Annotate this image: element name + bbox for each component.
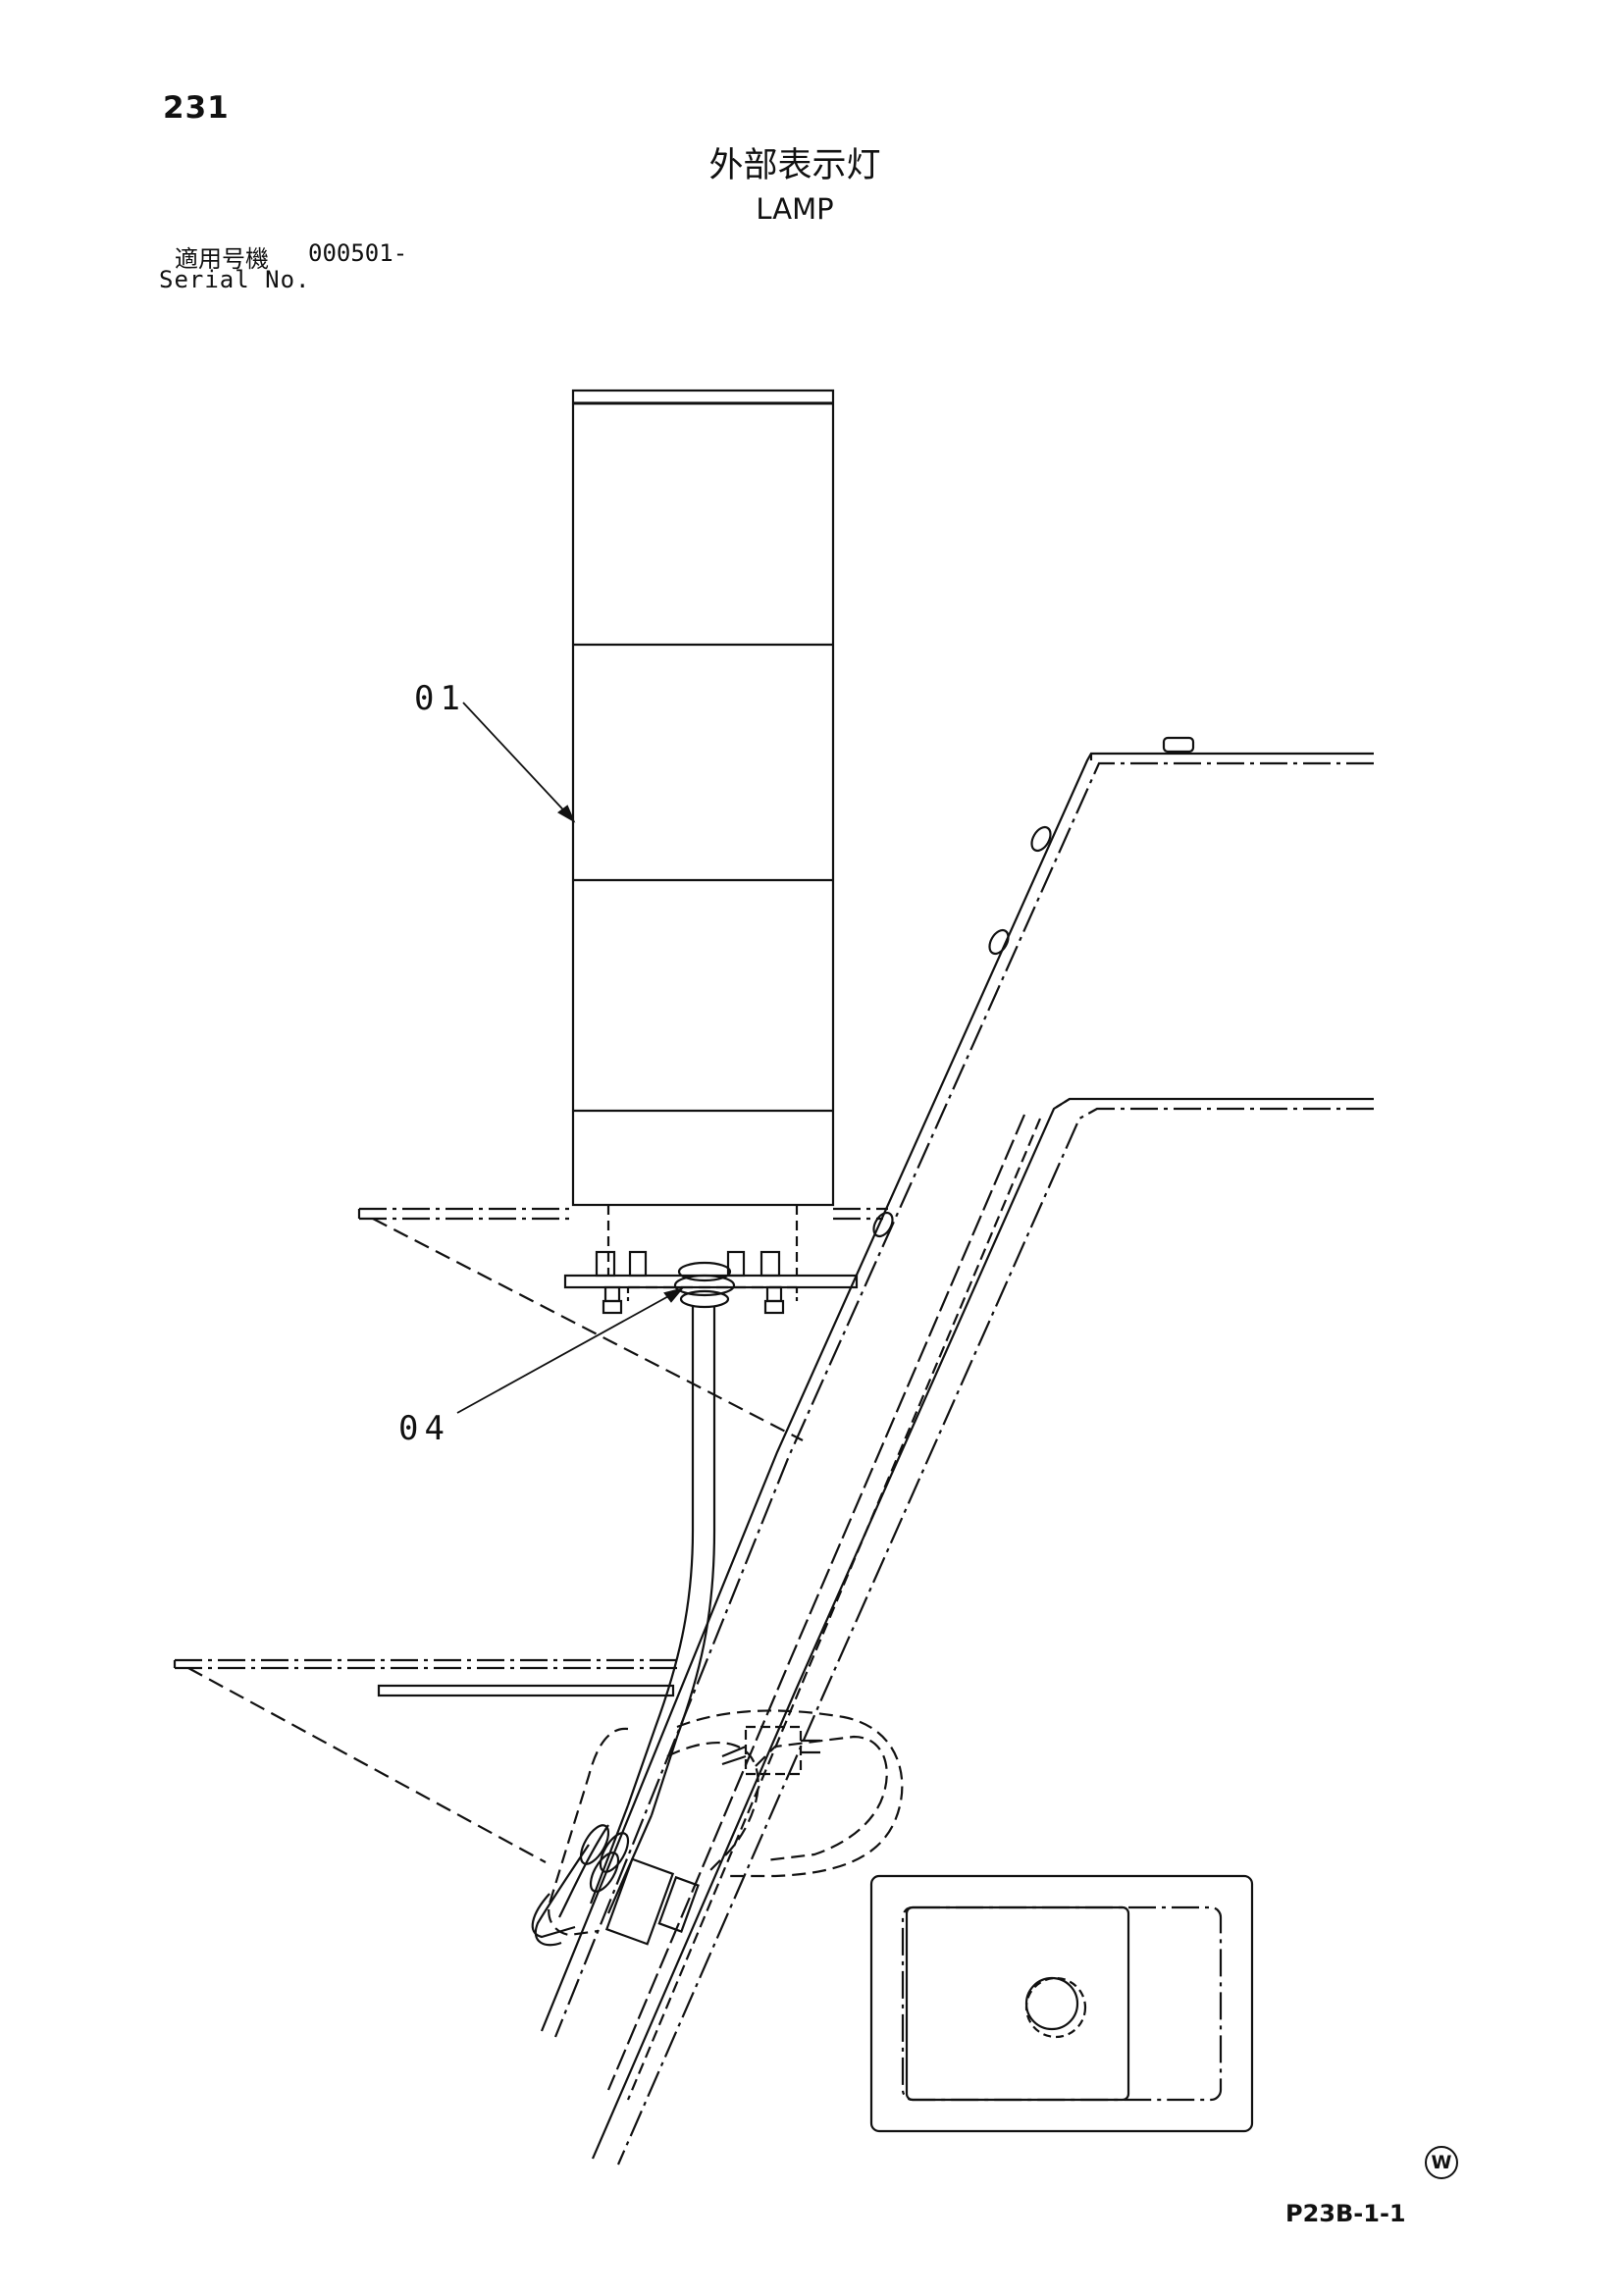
harness-loop [548, 1709, 904, 1937]
serial-number-value: 000501- [308, 239, 408, 267]
page-title-english: LAMP [756, 192, 834, 226]
serial-label-english: Serial No. [159, 266, 311, 293]
lower-plate-outline [173, 1658, 677, 1863]
drawing-code: P23B-1-1 [1285, 2200, 1406, 2227]
lamp-cable [626, 1307, 716, 1816]
grommet [673, 1261, 736, 1309]
callout-label-grommet: 04 [398, 1409, 450, 1448]
lamp-tower [571, 389, 835, 1207]
mounting-bracket [563, 1205, 859, 1315]
side-panel [869, 1874, 1254, 2133]
serial-label-japanese: 適用号機 [175, 245, 269, 273]
cab-bolts [872, 736, 1195, 1238]
callout-label-lamp: 01 [414, 679, 466, 718]
page-number: 231 [163, 90, 230, 126]
page-title-japanese: 外部表示灯 [708, 146, 881, 185]
upper-plate-outline [357, 1207, 888, 1441]
cab-frame-outline [540, 752, 1374, 2166]
callout-leaders [456, 702, 685, 1414]
w-mark-icon: W [1425, 2146, 1458, 2179]
harness-connectors [531, 1725, 820, 1947]
